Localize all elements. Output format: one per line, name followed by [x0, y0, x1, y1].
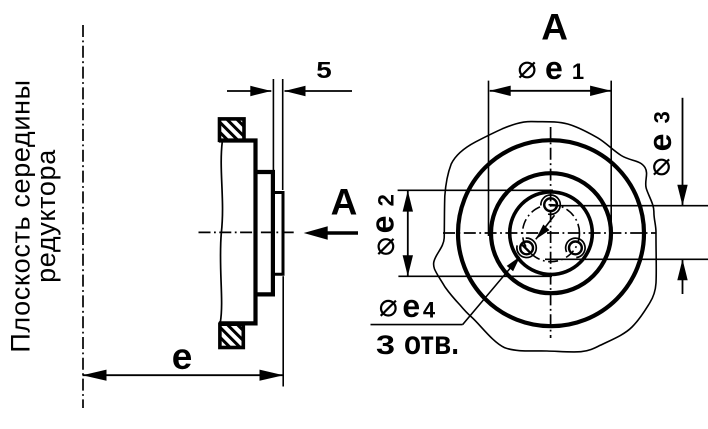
- svg-text:e: e: [172, 336, 193, 377]
- svg-text:e: e: [402, 288, 420, 324]
- svg-text:3: 3: [376, 330, 395, 360]
- svg-text:4: 4: [423, 298, 436, 323]
- svg-text:e: e: [365, 216, 401, 234]
- svg-text:5: 5: [316, 57, 332, 83]
- svg-text:отв.: отв.: [404, 324, 459, 361]
- svg-text:А: А: [331, 182, 358, 223]
- svg-text:Плоскость середины: Плоскость середины: [6, 79, 36, 352]
- svg-text:редуктора: редуктора: [31, 149, 61, 283]
- svg-text:А: А: [541, 7, 568, 48]
- svg-text:3: 3: [650, 111, 675, 123]
- svg-text:e: e: [642, 134, 678, 152]
- svg-text:1: 1: [572, 59, 584, 84]
- svg-text:e: e: [545, 50, 563, 86]
- svg-text:2: 2: [373, 194, 398, 206]
